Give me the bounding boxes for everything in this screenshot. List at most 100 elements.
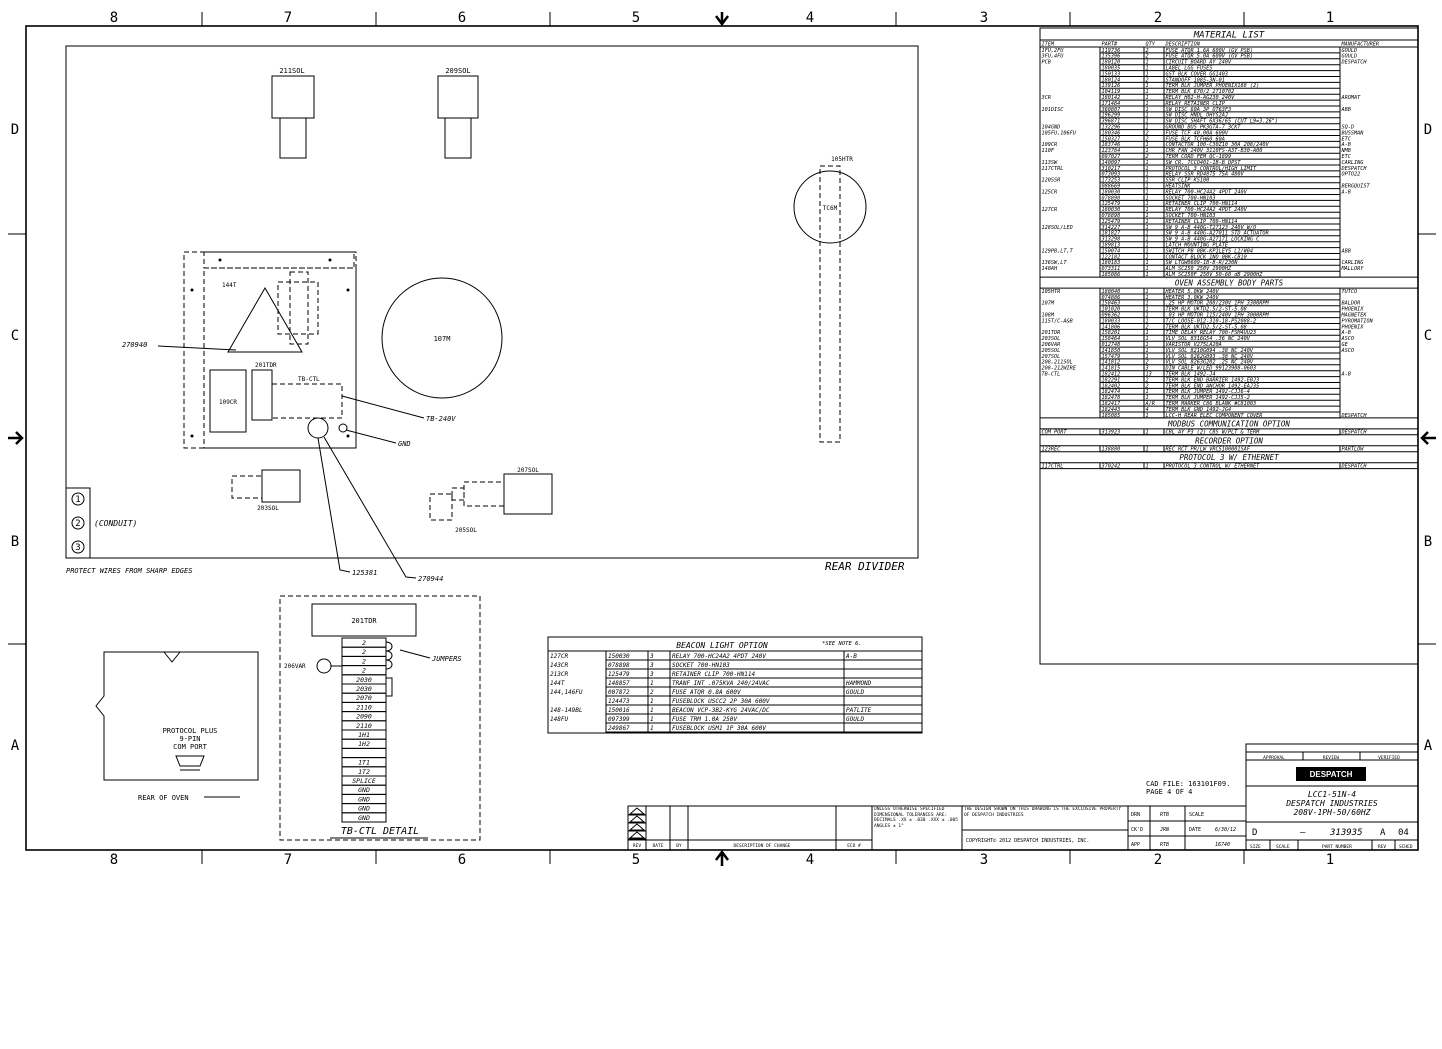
material-cell: FUSE ATQR 1.6A 600V (GV PSB) (1166, 48, 1253, 54)
column-marker: 5 (632, 10, 640, 26)
material-cell: 1 (1146, 254, 1149, 260)
material-cell: SOCKET 700-HN103 (1166, 195, 1216, 201)
svg-text:105HTR: 105HTR (831, 156, 853, 163)
material-cell: 125CR (1042, 189, 1058, 195)
section-title: MATERIAL LIST (1193, 31, 1265, 41)
material-cell: 1 (1146, 148, 1149, 154)
beacon-cell: 150016 (608, 707, 630, 714)
material-cell: 1 (1146, 195, 1149, 201)
rev-letter: A (1380, 828, 1386, 838)
svg-text:201TDR: 201TDR (351, 617, 377, 625)
material-cell: SW 9 A-B 440G-A27011 STD ACTUATOR (1166, 231, 1269, 237)
material-cell: 1 (1146, 189, 1149, 195)
beacon-cell: 125479 (608, 671, 630, 678)
material-cell: A-B (1341, 372, 1351, 378)
material-cell: 180040 (1102, 289, 1121, 295)
material-cell: ABB (1341, 107, 1351, 113)
callout-gnd: GND (398, 440, 411, 448)
copyright: COPYRIGHT© 2012 DESPATCH INDUSTRIES, INC… (966, 838, 1089, 844)
beacon-cell: 127CR (550, 653, 568, 660)
material-cell: 205SOL (1042, 348, 1061, 354)
material-cell: 1 (1146, 113, 1149, 119)
center-arrow-bottom (715, 849, 729, 866)
circle-3-label: 3 (75, 543, 80, 553)
material-cell: 101020 (1102, 307, 1121, 313)
material-cell: 141815 (1102, 366, 1121, 372)
material-cell: GOULD (1342, 48, 1358, 54)
beacon-cell: 097399 (608, 716, 630, 723)
material-cell: 2 (1146, 54, 1149, 60)
material-cell: 1 (1146, 95, 1149, 101)
material-cell: 189813 (1102, 243, 1121, 249)
material-header: ITEM (1042, 42, 1055, 48)
beacon-cell: FUSEBLOCK USCC2 2P 30A 600V (672, 698, 770, 705)
material-cell: SQ-D (1342, 125, 1355, 131)
material-cell: 1 (1146, 348, 1149, 354)
material-cell: 207SOL (1042, 354, 1061, 360)
svg-text:REV: REV (1378, 844, 1386, 850)
material-cell: 1 (1146, 447, 1149, 453)
material-cell: 1 (1146, 172, 1149, 178)
material-cell: 109CR (1042, 142, 1058, 148)
beacon-cell: 007872 (608, 689, 630, 696)
material-cell: RELAY RETAINER CLIP (1166, 101, 1226, 107)
column-marker: 6 (458, 10, 466, 26)
material-cell: SOCKET 700-HN103 (1166, 213, 1216, 219)
material-cell: RELAY 700-HC24A2 4PDT 240V (1166, 189, 1248, 195)
material-cell: 310217 (1101, 166, 1122, 172)
section-title: MODBUS COMMUNICATION OPTION (1167, 419, 1290, 428)
beacon-cell: 249867 (608, 725, 630, 732)
row-marker: D (1424, 122, 1432, 138)
decimals-note: DECIMALS .XX ± .030 .XXX ± .005 ANGLES ±… (874, 818, 958, 829)
material-cell: 180124 (1102, 77, 1121, 83)
svg-text:ECO #: ECO # (847, 843, 861, 849)
svg-text:207SOL: 207SOL (517, 467, 539, 474)
material-cell: 108M (1042, 313, 1055, 319)
material-cell: 313298 (1101, 237, 1121, 243)
material-cell: TB-CTL (1042, 372, 1061, 378)
material-cell: SW DISC 60A 3P OT63F3 (1166, 107, 1232, 113)
material-cell: 117CTRL (1042, 464, 1064, 470)
center-arrow-left (8, 431, 24, 445)
beacon-cell: 213CR (550, 671, 568, 678)
material-cell: SW 9 A-B 440G-T27123 240V W/O (1166, 225, 1257, 231)
material-cell: 2 (1146, 324, 1149, 330)
beacon-cell: GOULD (846, 689, 864, 696)
material-cell: 074886 (1102, 295, 1121, 301)
material-cell: RELAY H02-H-AG230 240V (1166, 95, 1236, 101)
material-cell: 370242 (1101, 464, 1121, 470)
material-cell: 129PB,LT,T (1042, 248, 1074, 254)
material-cell: BUSSMAN (1342, 130, 1365, 136)
material-cell: 140097 (1102, 160, 1122, 166)
circle-markers: 1 2 3 (71, 492, 85, 554)
material-header: PART# (1102, 42, 1118, 48)
material-cell: TERM BLK JUMPER 1492-CJJ5-2 (1166, 395, 1250, 401)
circle-2-label: 2 (75, 519, 80, 529)
center-arrow-right (1420, 431, 1436, 445)
material-list-frame (1039, 27, 1419, 665)
column-marker: 7 (284, 852, 292, 868)
title-block: APPROVAL REVIEW VERIFIED DESPATCH LCC1-5… (627, 743, 1419, 851)
rear-divider-label: REAR DIVIDER (825, 560, 905, 573)
material-cell: 012748 (1102, 342, 1121, 348)
beacon-cell: 3 (649, 671, 654, 678)
material-cell: 1 (1146, 318, 1149, 324)
material-cell: CBL AY P3 (2) CBS W/PLT & TERM (1166, 430, 1261, 436)
material-cell: DESPATCH (1341, 464, 1368, 470)
material-cell: ALM SC250F 250V 50-60 dB 2900HZ (1165, 272, 1264, 278)
material-cell: SWITCH PB 0BK-KP1LEY5 L1/W04 (1166, 248, 1253, 254)
material-cell: 1 (1146, 219, 1149, 225)
material-cell: 3FU,4FU (1041, 54, 1065, 60)
sheet-size: D (1252, 828, 1257, 838)
beacon-cell: 3 (649, 653, 654, 660)
svg-text:205SOL: 205SOL (455, 527, 477, 534)
material-cell: 078898 (1102, 213, 1121, 219)
material-cell: 2 (1146, 48, 1149, 54)
material-cell: ABB (1341, 248, 1351, 254)
material-cell: 117CTRL (1042, 166, 1064, 172)
material-cell: 1 (1146, 395, 1149, 401)
material-cell: CIRCUIT BOARD AY 240V (1166, 60, 1232, 66)
svg-text:PROTOCOL PLUS: PROTOCOL PLUS (163, 727, 218, 735)
